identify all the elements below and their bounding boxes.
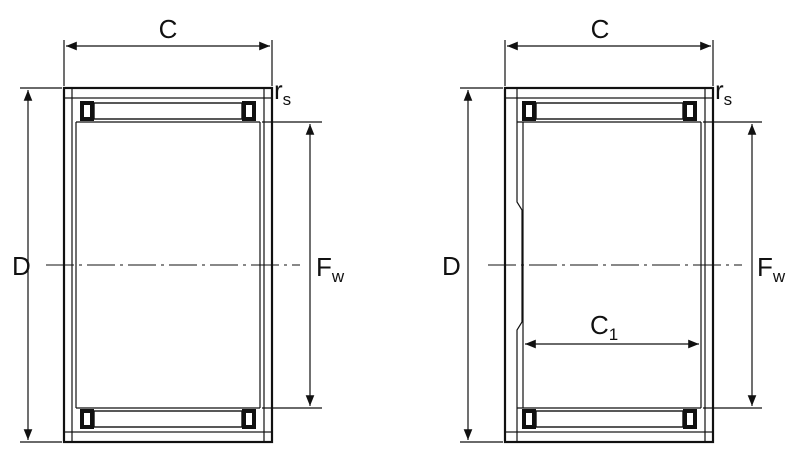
right-top-roller-row	[517, 101, 701, 123]
left-dimension-Fw: Fw	[262, 121, 345, 409]
left-dimension-D: D	[12, 87, 62, 443]
left-bearing-drawing: C D Fw rs	[12, 14, 345, 444]
right-dimension-C1: C1	[525, 310, 699, 349]
left-label-C: C	[159, 14, 178, 44]
right-bearing-drawing: C D Fw C1 rs	[442, 14, 786, 444]
left-label-rs: rs	[274, 75, 291, 109]
right-label-C: C	[591, 14, 610, 44]
right-label-rs: rs	[715, 75, 732, 109]
left-bottom-roller-row	[76, 407, 260, 429]
right-bottom-roller-row	[517, 407, 701, 429]
right-dimension-Fw: Fw	[703, 121, 786, 409]
left-label-D: D	[12, 251, 31, 281]
right-label-Fw: Fw	[757, 252, 786, 286]
left-label-Fw: Fw	[316, 252, 345, 286]
right-label-C1: C1	[590, 310, 618, 344]
right-dimension-C: C	[504, 14, 714, 86]
right-label-D: D	[442, 251, 461, 281]
left-top-roller-row	[76, 101, 260, 123]
right-dimension-D: D	[442, 87, 503, 443]
left-dimension-C: C	[63, 14, 273, 86]
